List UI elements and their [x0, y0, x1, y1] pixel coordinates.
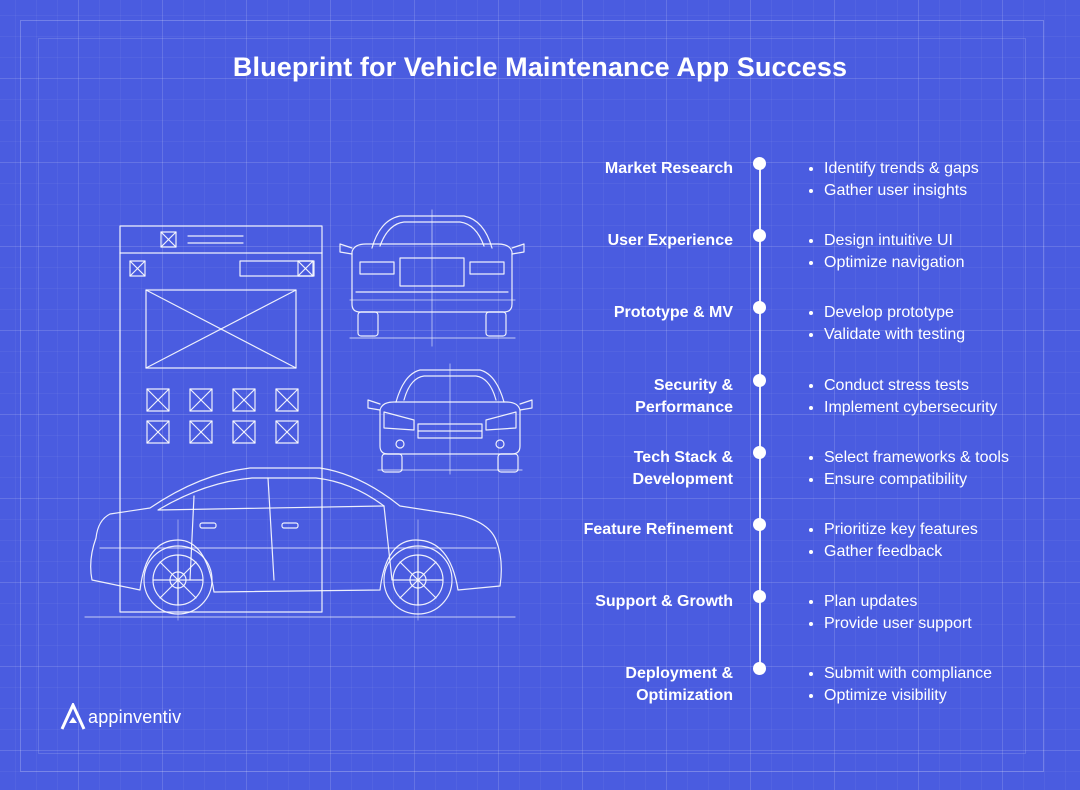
bullet-item: Identify trends & gaps	[808, 158, 979, 180]
timeline-dot	[753, 374, 766, 387]
step-label: Security & Performance	[635, 377, 733, 416]
step-bullets: Submit with compliance Optimize visibili…	[808, 663, 992, 707]
bullet-item: Prioritize key features	[808, 519, 978, 541]
timeline-dot	[753, 229, 766, 242]
timeline-line	[759, 162, 761, 666]
bullet-item: Optimize visibility	[808, 685, 992, 707]
step-label: Tech Stack & Development	[632, 449, 733, 488]
step-bullets: Design intuitive UI Optimize navigation	[808, 230, 965, 274]
step-bullets: Select frameworks & tools Ensure compati…	[808, 447, 1009, 491]
bullet-item: Plan updates	[808, 591, 972, 613]
bullet-item: Conduct stress tests	[808, 375, 997, 397]
step-label: Prototype & MV	[613, 304, 733, 321]
timeline-step: Deployment & Optimization Submit with co…	[0, 662, 1080, 723]
step-bullets: Identify trends & gaps Gather user insig…	[808, 158, 979, 202]
bullet-item: Gather user insights	[808, 180, 979, 202]
bullet-item: Provide user support	[808, 613, 972, 635]
timeline-step: Feature Refinement Prioritize key featur…	[0, 518, 1080, 579]
timeline-dot	[753, 301, 766, 314]
car-front-view	[367, 363, 533, 475]
timeline-step: Security & Performance Conduct stress te…	[0, 374, 1080, 435]
step-label: User Experience	[607, 232, 733, 249]
app-wireframe	[119, 225, 323, 613]
timeline-step: Prototype & MV Develop prototype Validat…	[0, 301, 1080, 362]
step-bullets: Conduct stress tests Implement cybersecu…	[808, 375, 997, 419]
step-bullets: Prioritize key features Gather feedback	[808, 519, 978, 563]
bullet-item: Optimize navigation	[808, 252, 965, 274]
outer-frame	[20, 20, 1044, 772]
timeline-step: Market Research Identify trends & gaps G…	[0, 157, 1080, 218]
bullet-item: Develop prototype	[808, 302, 965, 324]
car-rear-view	[339, 209, 525, 347]
timeline-dot	[753, 662, 766, 675]
bullet-item: Gather feedback	[808, 541, 978, 563]
bullet-item: Validate with testing	[808, 324, 965, 346]
bullet-item: Implement cybersecurity	[808, 397, 997, 419]
bullet-item: Submit with compliance	[808, 663, 992, 685]
step-bullets: Develop prototype Validate with testing	[808, 302, 965, 346]
logo-text: appinventiv	[88, 706, 182, 727]
timeline-step: Tech Stack & Development Select framewor…	[0, 446, 1080, 507]
timeline-dot	[753, 446, 766, 459]
step-label: Feature Refinement	[583, 521, 733, 538]
timeline-dot	[753, 590, 766, 603]
bullet-item: Ensure compatibility	[808, 469, 1009, 491]
bullet-item: Select frameworks & tools	[808, 447, 1009, 469]
page-title: Blueprint for Vehicle Maintenance App Su…	[232, 52, 848, 82]
step-label: Deployment & Optimization	[625, 665, 733, 704]
step-bullets: Plan updates Provide user support	[808, 591, 972, 635]
step-label: Support & Growth	[595, 593, 733, 610]
step-label: Market Research	[604, 160, 733, 177]
bullet-item: Design intuitive UI	[808, 230, 965, 252]
car-side-view	[84, 467, 516, 621]
appinventiv-logo-icon	[60, 703, 86, 730]
timeline-dot	[753, 518, 766, 531]
timeline-dot	[753, 157, 766, 170]
timeline-step: Support & Growth Plan updates Provide us…	[0, 590, 1080, 651]
brand-logo: appinventiv	[60, 702, 181, 732]
timeline-step: User Experience Design intuitive UI Opti…	[0, 229, 1080, 290]
inner-frame	[38, 38, 1026, 754]
